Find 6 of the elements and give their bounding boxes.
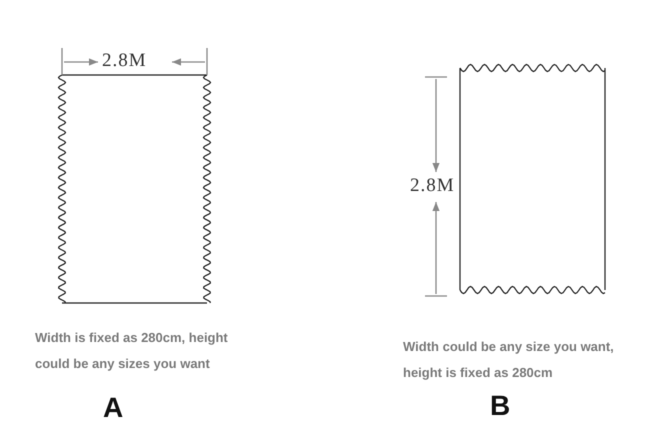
dimension-label: 2.8M — [410, 175, 455, 197]
dimension-label: 2.8M — [102, 50, 147, 72]
panel-letter: B — [490, 390, 510, 422]
panel-letter: A — [103, 392, 124, 424]
description-text: Width could be any size you want, height is fixed as 280cm — [403, 338, 615, 382]
description-text: Width is fixed as 280cm, height could be any sizes you want — [35, 329, 229, 373]
